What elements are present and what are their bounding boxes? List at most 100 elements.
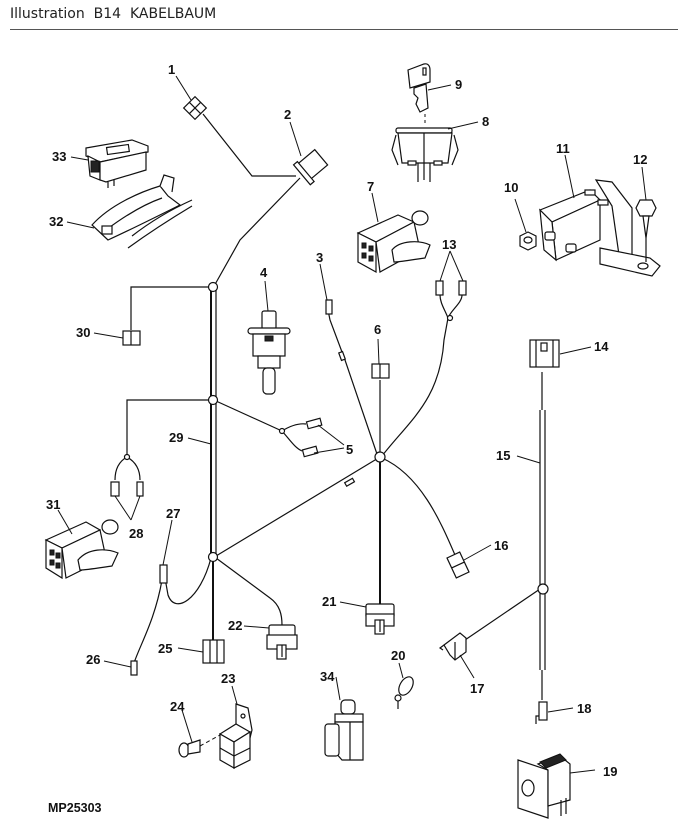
screw-icon[interactable]	[178, 734, 221, 758]
wire-17	[464, 588, 541, 641]
connector-icon[interactable]	[266, 624, 298, 660]
callout-23[interactable]: 23	[221, 671, 235, 686]
connector-icon[interactable]	[122, 330, 141, 346]
terminal-icon[interactable]	[535, 701, 548, 724]
wire-13-right	[447, 294, 463, 319]
switch-icon[interactable]	[324, 699, 364, 761]
relay-icon[interactable]	[218, 703, 253, 770]
callout-30[interactable]: 30	[76, 325, 90, 340]
callout-34[interactable]: 34	[320, 669, 335, 684]
nut-icon[interactable]	[519, 231, 537, 251]
wire-26	[133, 579, 163, 664]
title-prefix: Illustration	[10, 6, 85, 22]
callout-18[interactable]: 18	[577, 701, 591, 716]
wire-13	[381, 317, 449, 457]
callout-19[interactable]: 19	[603, 764, 617, 779]
terminal-icon[interactable]	[325, 299, 356, 488]
bracket-icon[interactable]	[91, 174, 193, 249]
wire-1-2	[202, 113, 296, 177]
connector-icon[interactable]	[182, 95, 208, 121]
callout-10[interactable]: 10	[504, 180, 518, 195]
callout-22[interactable]: 22	[228, 618, 242, 633]
indicator-switch-icon[interactable]	[85, 139, 149, 188]
wire-30	[130, 286, 213, 330]
junction-node	[374, 451, 386, 463]
solenoid-icon[interactable]	[538, 179, 661, 277]
title-text: KABELBAUM	[129, 6, 217, 22]
wire-16	[381, 457, 456, 556]
callout-14[interactable]: 14	[594, 339, 609, 354]
callout-26[interactable]: 26	[86, 652, 100, 667]
interlock-switch-icon[interactable]	[44, 519, 119, 580]
callout-8[interactable]: 8	[482, 114, 489, 129]
wire-22	[215, 557, 283, 626]
terminal-icon[interactable]	[130, 660, 138, 676]
callout-32[interactable]: 32	[49, 214, 63, 229]
terminal-pair-icon[interactable]	[110, 481, 144, 497]
connector-icon[interactable]	[529, 339, 560, 368]
wire-27	[164, 557, 212, 605]
callout-24[interactable]: 24	[170, 699, 185, 714]
callout-29[interactable]: 29	[169, 430, 183, 445]
key-icon[interactable]	[407, 63, 431, 126]
wire-5-bottom	[281, 430, 303, 452]
wire-13-left	[439, 294, 449, 319]
title-divider	[10, 29, 678, 30]
junction-node	[123, 453, 131, 461]
callout-31[interactable]: 31	[46, 497, 60, 512]
clamp-icon[interactable]	[394, 674, 416, 709]
connector-icon[interactable]	[446, 551, 470, 579]
connector-icon[interactable]	[202, 639, 225, 664]
callout-15[interactable]: 15	[496, 448, 510, 463]
leader-lines	[57, 75, 647, 774]
wire-28-right	[126, 456, 141, 481]
junction-nodes	[123, 281, 549, 595]
callout-16[interactable]: 16	[494, 538, 508, 553]
callout-27[interactable]: 27	[166, 506, 180, 521]
junction-node	[207, 551, 219, 563]
plunger-switch-icon[interactable]	[247, 310, 291, 395]
callout-11[interactable]: 11	[556, 141, 570, 156]
callout-9[interactable]: 9	[455, 77, 462, 92]
junction-node	[207, 394, 219, 406]
callout-13[interactable]: 13	[442, 237, 456, 252]
callout-3[interactable]: 3	[316, 250, 323, 265]
wire-2-node	[212, 177, 301, 289]
callout-7[interactable]: 7	[367, 179, 374, 194]
figure-id: MP25303	[48, 801, 102, 815]
callout-33[interactable]: 33	[52, 149, 66, 164]
rocker-switch-icon[interactable]	[517, 753, 571, 819]
callout-1[interactable]: 1	[168, 62, 175, 77]
wire-5-top	[281, 423, 307, 432]
callout-17[interactable]: 17	[470, 681, 484, 696]
callout-28[interactable]: 28	[129, 526, 143, 541]
callout-labels: 1 2 3 4 5 6 7 8 9 10 11 12 13 14 15 16 1…	[46, 62, 647, 779]
terminal-icon[interactable]	[159, 564, 168, 584]
junction-node	[446, 314, 454, 322]
harness-wires	[114, 113, 546, 700]
connector-icon[interactable]	[292, 148, 331, 186]
ignition-switch-icon[interactable]	[391, 127, 459, 182]
callout-5[interactable]: 5	[346, 442, 353, 457]
junction-node	[278, 427, 286, 435]
title-code: B14	[93, 6, 122, 22]
terminal-pair-icon[interactable]	[301, 417, 323, 458]
callout-4[interactable]: 4	[260, 265, 268, 280]
callout-20[interactable]: 20	[391, 648, 405, 663]
wire-28-left	[114, 456, 128, 481]
connector-icon[interactable]	[438, 632, 467, 661]
terminal-pair-icon[interactable]	[435, 280, 467, 296]
screw-icon[interactable]	[635, 199, 657, 262]
interlock-switch-icon[interactable]	[356, 210, 431, 274]
junction-node	[207, 281, 219, 293]
wire-28	[126, 399, 213, 455]
callout-2[interactable]: 2	[284, 107, 291, 122]
callout-21[interactable]: 21	[322, 594, 336, 609]
callout-6[interactable]: 6	[374, 322, 381, 337]
callout-12[interactable]: 12	[633, 152, 647, 167]
connector-icon[interactable]	[365, 603, 395, 635]
callout-25[interactable]: 25	[158, 641, 172, 656]
illustration-title: Illustration B14 KABELBAUM	[10, 6, 216, 22]
connector-icon[interactable]	[371, 363, 390, 379]
